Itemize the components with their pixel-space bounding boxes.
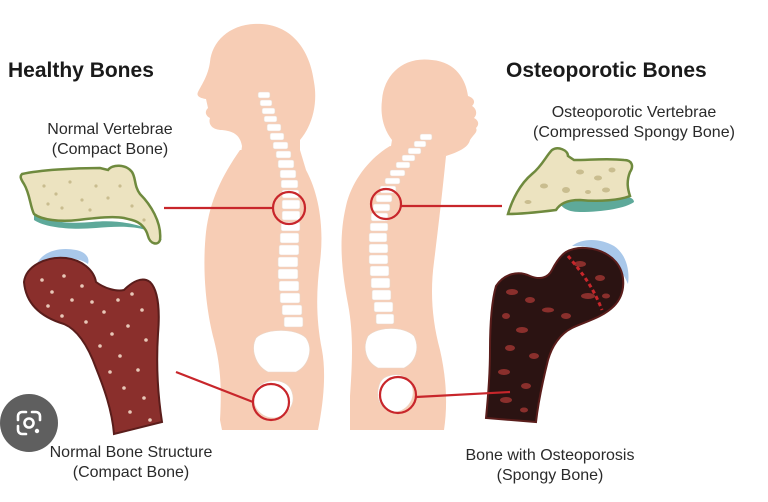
healthy-body-silhouette xyxy=(197,23,325,430)
google-lens-icon xyxy=(16,410,42,436)
osteo-structure-subtitle: (Spongy Bone) xyxy=(496,467,604,484)
google-lens-button[interactable] xyxy=(0,394,58,452)
normal-vertebrae-title: Normal Vertebrae xyxy=(47,121,173,138)
normal-vertebrae-subtitle: (Compact Bone) xyxy=(51,141,169,158)
osteoporotic-bones-heading: Osteoporotic Bones xyxy=(506,59,707,82)
normal-vertebrae-label: Normal Vertebrae (Compact Bone) xyxy=(10,120,210,160)
normal-structure-label: Normal Bone Structure (Compact Bone) xyxy=(24,443,238,483)
callout-markers xyxy=(164,187,511,422)
osteoporotic-body-silhouette xyxy=(341,59,479,430)
osteo-vertebrae-label: Osteoporotic Vertebrae (Compressed Spong… xyxy=(506,103,762,143)
osteo-vertebrae-title: Osteoporotic Vertebrae xyxy=(551,104,717,121)
normal-vertebra-illustration xyxy=(19,164,162,245)
normal-structure-title: Normal Bone Structure xyxy=(49,444,213,461)
osteo-vertebrae-subtitle: (Compressed Spongy Bone) xyxy=(533,124,735,141)
normal-structure-subtitle: (Compact Bone) xyxy=(72,464,190,481)
osteo-structure-title: Bone with Osteoporosis xyxy=(465,447,635,464)
osteoporotic-vertebra-illustration xyxy=(506,147,634,216)
osteo-structure-label: Bone with Osteoporosis (Spongy Bone) xyxy=(444,446,656,486)
normal-femur-illustration xyxy=(22,248,164,436)
healthy-bones-heading: Healthy Bones xyxy=(8,59,154,82)
healthy-spine xyxy=(253,91,310,419)
osteoporotic-femur-illustration xyxy=(484,240,629,424)
